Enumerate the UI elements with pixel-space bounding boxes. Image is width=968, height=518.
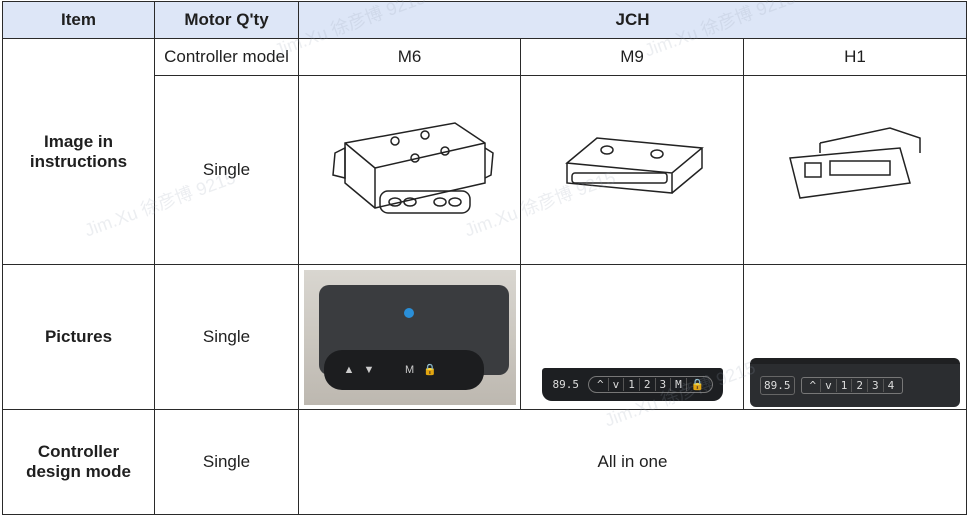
model-h1: H1 (743, 38, 967, 76)
row-label-pictures: Pictures (2, 264, 155, 410)
qty-single: Single (154, 264, 299, 410)
design-mode-value: All in one (298, 409, 967, 515)
h1-line-drawing (743, 75, 967, 265)
row-label-image: Image in instructions (2, 38, 155, 265)
model-m6: M6 (298, 38, 521, 76)
table-row: Controller design mode Single All in one (2, 409, 967, 515)
qty-single: Single (154, 409, 299, 515)
header-motor-qty: Motor Q'ty (154, 1, 299, 39)
header-row: Item Motor Q'ty JCH (2, 1, 967, 39)
header-brand: JCH (298, 1, 967, 39)
header-item: Item (2, 1, 155, 39)
m6-photo: ▲ ▼ M 🔒 (298, 264, 521, 410)
m6-line-drawing (298, 75, 521, 265)
controller-model-label: Controller model (154, 38, 299, 76)
m9-line-drawing (520, 75, 744, 265)
model-m9: M9 (520, 38, 744, 76)
row-label-design-mode: Controller design mode (2, 409, 155, 515)
qty-single: Single (154, 75, 299, 265)
table-row: Image in instructions Controller model M… (2, 38, 967, 265)
table-row: Single (3, 75, 967, 265)
